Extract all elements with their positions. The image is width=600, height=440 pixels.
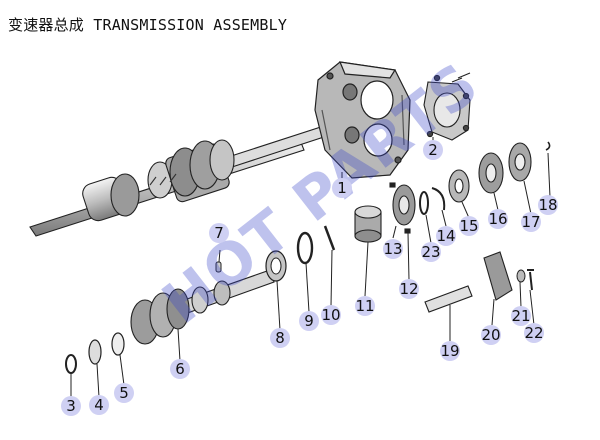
part-number-7: 7 <box>214 224 224 242</box>
callout-bubble-21 <box>511 306 531 326</box>
callout-bubble-11 <box>355 296 375 316</box>
callout-bubble-2 <box>423 140 443 160</box>
spacer-part-5 <box>111 332 125 356</box>
part-number-12: 12 <box>399 280 418 298</box>
callout-bubble-4 <box>89 395 109 415</box>
part-number-2: 2 <box>428 141 438 159</box>
callout-bubble-13 <box>383 239 403 259</box>
part-number-10: 10 <box>321 306 340 324</box>
bolt-part-22 <box>527 269 534 291</box>
clip-part-23 <box>419 191 429 215</box>
part-number-19: 19 <box>440 342 459 360</box>
callout-bubble-19 <box>440 341 460 361</box>
gear-part-13 <box>389 182 416 234</box>
cover-plate <box>423 72 471 141</box>
part-number-14: 14 <box>436 227 455 245</box>
part-number-16: 16 <box>488 210 507 228</box>
callout-bubble-9 <box>299 311 319 331</box>
part-number-8: 8 <box>275 329 285 347</box>
callout-bubble-23 <box>421 242 441 262</box>
part-number-23: 23 <box>421 243 440 261</box>
part-number-11: 11 <box>355 297 374 315</box>
part-number-1: 1 <box>337 179 347 197</box>
callout-bubble-10 <box>321 305 341 325</box>
part-number-6: 6 <box>175 360 185 378</box>
callout-bubble-6 <box>170 359 190 379</box>
callout-bubble-8 <box>270 328 290 348</box>
part-number-17: 17 <box>521 213 540 231</box>
part-number-15: 15 <box>459 217 478 235</box>
part-number-22: 22 <box>524 324 543 342</box>
pin-part-10 <box>323 225 336 251</box>
transmission-housing <box>314 61 411 179</box>
callout-bubble-16 <box>488 209 508 229</box>
retainer-part-14 <box>431 187 446 211</box>
part-number-4: 4 <box>94 396 104 414</box>
callout-bubble-14 <box>436 226 456 246</box>
callout-bubble-22 <box>524 323 544 343</box>
shaft-part-19 <box>424 285 473 313</box>
callout-bubble-1 <box>332 178 352 198</box>
part-number-13: 13 <box>383 240 402 258</box>
bevel-gear-part-20 <box>483 251 513 301</box>
part-number-5: 5 <box>119 384 129 402</box>
callout-bubble-18 <box>538 195 558 215</box>
needle-bearing-part-11 <box>354 205 382 243</box>
part-number-18: 18 <box>538 196 557 214</box>
callout-bubble-5 <box>114 383 134 403</box>
callout-bubble-7 <box>209 223 229 243</box>
part-number-3: 3 <box>66 397 76 415</box>
nut-part-21 <box>516 269 526 283</box>
callout-bubble-12 <box>399 279 419 299</box>
part-number-21: 21 <box>511 307 530 325</box>
diagram-title: 变速器总成 TRANSMISSION ASSEMBLY <box>8 16 288 34</box>
countershaft-gear <box>130 269 275 345</box>
callout-bubble-17 <box>521 212 541 232</box>
callout-bubble-20 <box>481 325 501 345</box>
key-part-7 <box>215 261 222 273</box>
pin-part-18 <box>545 141 551 151</box>
washer-part-4 <box>88 339 102 365</box>
callout-bubble-15 <box>459 216 479 236</box>
snap-ring-part-3 <box>65 354 77 374</box>
part-number-20: 20 <box>481 326 500 344</box>
main-shaft <box>29 123 334 237</box>
part-number-9: 9 <box>304 312 314 330</box>
ring-part-9 <box>296 231 314 265</box>
callout-bubble-3 <box>61 396 81 416</box>
